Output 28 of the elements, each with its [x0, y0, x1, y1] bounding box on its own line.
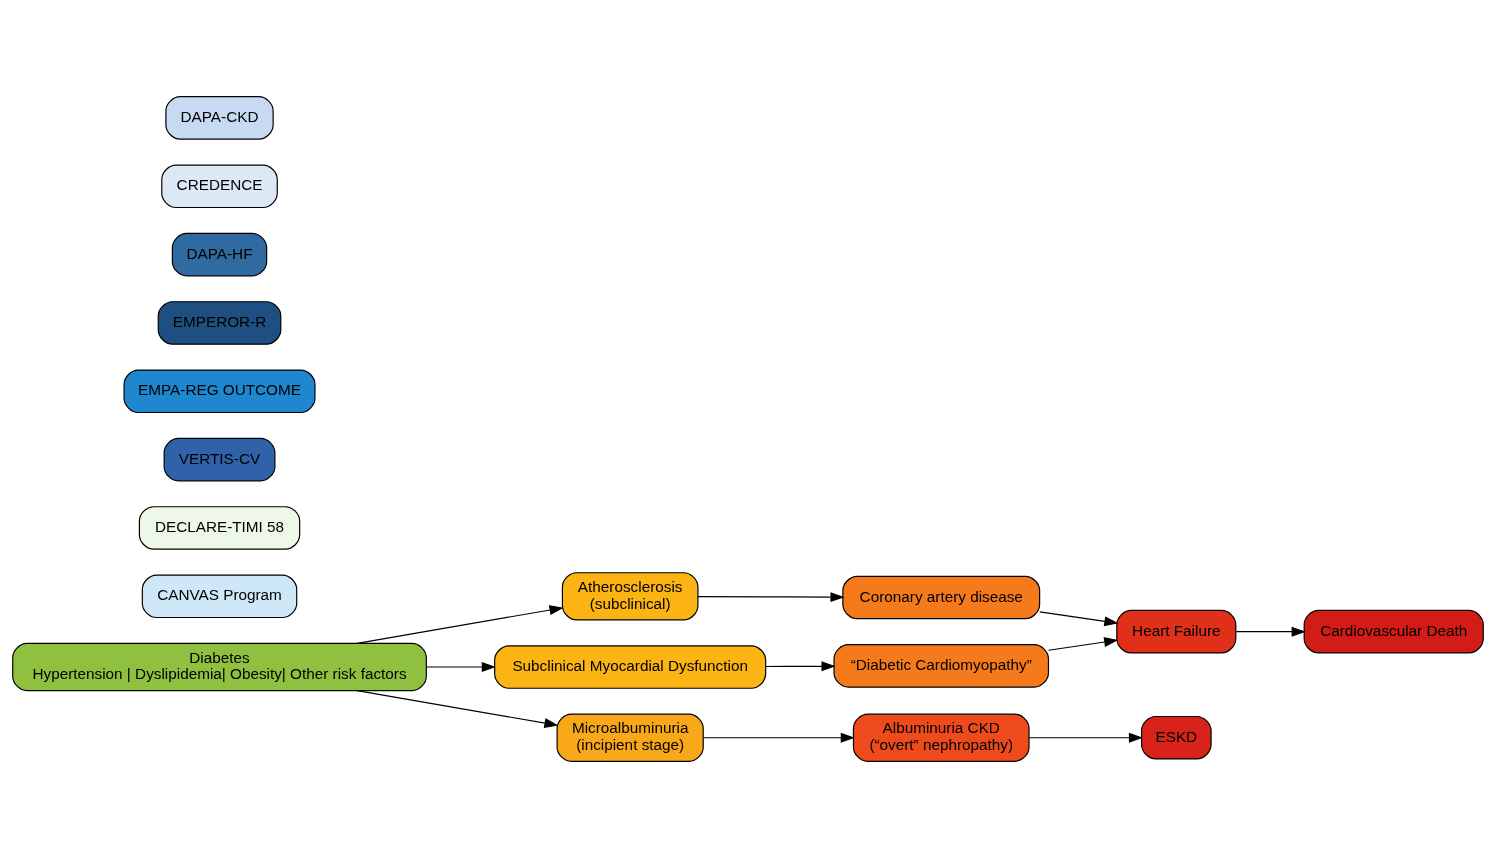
node-box: VERTIS-CV [163, 437, 276, 481]
arrow [765, 660, 836, 671]
arrow [1039, 610, 1119, 626]
node-box: Heart Failure [1116, 609, 1237, 653]
node-box: CANVAS Program [141, 574, 298, 618]
node-box: CREDENCE [161, 163, 278, 208]
arrow [697, 591, 845, 602]
node-box: Atherosclerosis (subclinical) [561, 571, 699, 620]
node-box: Subclinical Myocardial Dysfunction [494, 644, 767, 689]
node-box: EMPA-REG OUTCOME [123, 369, 316, 413]
node-box: Diabetes Hypertension | Dyslipidemia| Obesity| Other risk factors [12, 642, 427, 691]
node-box: DAPA-HF [171, 232, 268, 276]
arrow [425, 661, 496, 672]
arrow [1235, 626, 1306, 637]
arrow [1028, 732, 1144, 743]
node-box: EMPEROR-R [157, 300, 282, 345]
arrow [1048, 636, 1119, 651]
arrow [356, 604, 564, 644]
node-box: “Diabetic Cardiomyopathy” [833, 643, 1050, 688]
arrow [702, 732, 855, 743]
node-box: Coronary artery disease [842, 575, 1041, 619]
node-box: Albuminuria CKD (“overt” nephropathy) [852, 713, 1030, 762]
arrow [356, 689, 559, 728]
node-box: DECLARE-TIMI 58 [138, 505, 301, 550]
node-box: Microalbuminuria (incipient stage) [556, 713, 704, 762]
node-box: Cardiovascular Death [1303, 609, 1484, 653]
node-box: ESKD [1140, 715, 1212, 759]
node-box: DAPA-CKD [165, 95, 274, 140]
